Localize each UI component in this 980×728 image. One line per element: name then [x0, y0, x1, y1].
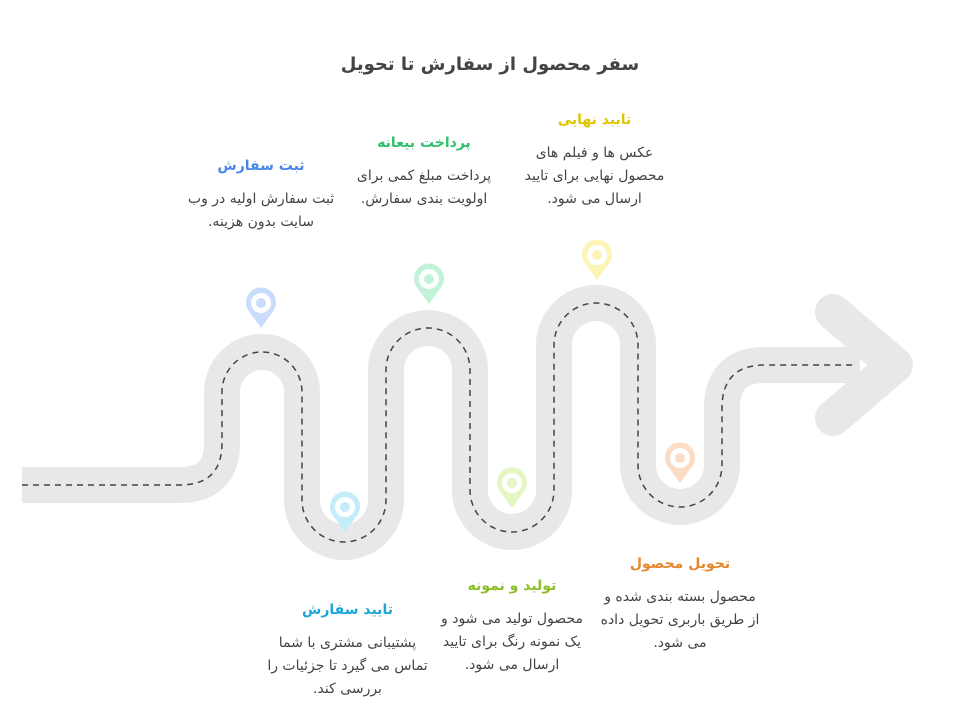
step-title: تولید و نمونه [467, 578, 557, 594]
road [22, 285, 860, 560]
step-final-approval: تایید نهایی عکس ها و فیلم های محصول نهای… [517, 112, 672, 211]
pin-dot [340, 502, 350, 512]
step-title: تایید سفارش [302, 602, 393, 618]
step-description: عکس ها و فیلم های محصول نهایی برای تایید… [524, 145, 665, 207]
step-production-sample: تولید و نمونه محصول تولید می شود و یک نم… [432, 578, 592, 677]
step-description: پشتیبانی مشتری با شما تماس می گیرد تا جز… [267, 635, 428, 697]
pin-dot [507, 478, 517, 488]
arrow-head-icon [815, 294, 913, 436]
step-description: محصول بسته بندی شده و از طریق باربری تحو… [600, 589, 760, 651]
step-title: تایید نهایی [557, 112, 632, 128]
road-centerline [22, 302, 855, 543]
step-deposit-payment: پرداخت بیعانه پرداخت مبلغ کمی برای اولوی… [349, 135, 499, 211]
pin-dot [592, 250, 602, 260]
step-title: تحویل محصول [629, 556, 731, 572]
step-order-registration: ثبت سفارش ثبت سفارش اولیه در وب سایت بدو… [181, 158, 341, 234]
step-description: پرداخت مبلغ کمی برای اولویت بندی سفارش. [356, 168, 492, 207]
step-order-confirmation: تایید سفارش پشتیبانی مشتری با شما تماس م… [265, 602, 430, 701]
step-description: محصول تولید می شود و یک نمونه رنگ برای ت… [441, 611, 583, 673]
step-product-delivery: تحویل محصول محصول بسته بندی شده و از طری… [600, 556, 760, 655]
pin-dot [675, 453, 685, 463]
step-title: ثبت سفارش [217, 158, 305, 174]
pin-dot [256, 298, 266, 308]
pin-dot [424, 274, 434, 284]
step-description: ثبت سفارش اولیه در وب سایت بدون هزینه. [187, 191, 335, 230]
diagram-title: سفر محصول از سفارش تا تحویل [340, 54, 640, 75]
step-title: پرداخت بیعانه [377, 135, 471, 151]
